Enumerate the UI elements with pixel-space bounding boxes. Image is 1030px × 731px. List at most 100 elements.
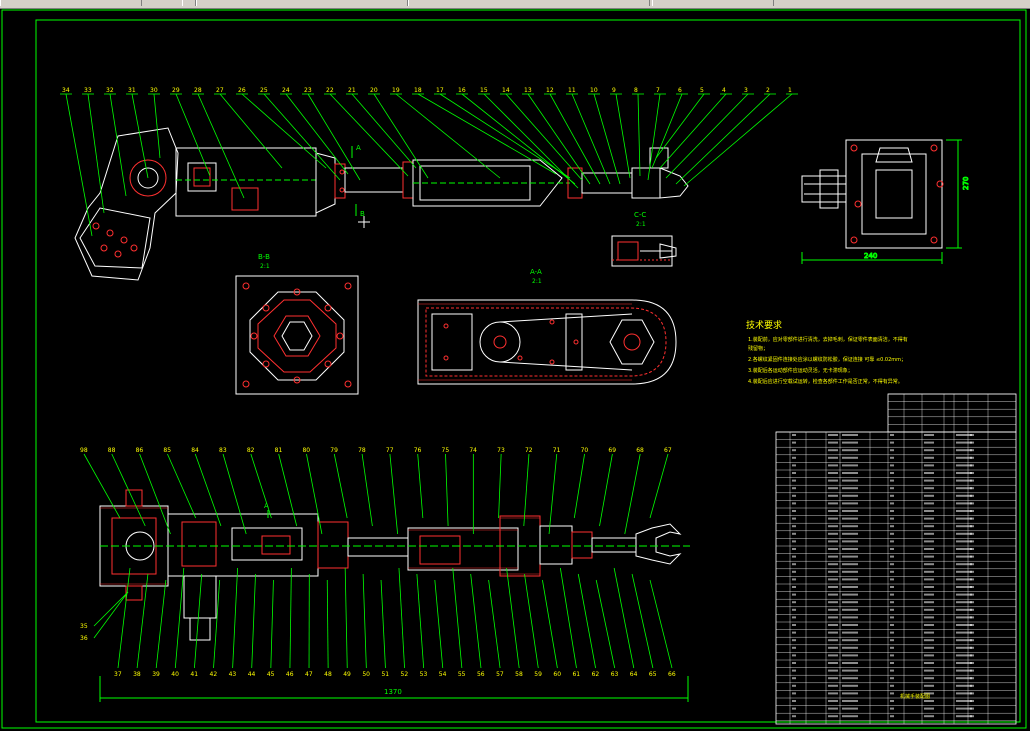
part-balloon: 16 <box>458 87 466 94</box>
part-balloon: 4 <box>722 87 726 94</box>
toolbar-segment[interactable] <box>408 0 650 6</box>
part-balloon: 21 <box>348 87 356 94</box>
motor-flange-inner <box>193 167 211 187</box>
leader-line <box>344 567 348 669</box>
part-balloon: 37 <box>114 671 122 678</box>
leader-line <box>665 93 749 179</box>
part-balloon: 53 <box>420 671 428 678</box>
lower-gear-section <box>261 535 291 555</box>
lower-gripper-fingers <box>635 523 682 565</box>
part-balloon: 67 <box>664 447 672 454</box>
leader-line <box>289 567 292 669</box>
leader-line <box>445 453 449 527</box>
part-balloon: 56 <box>477 671 485 678</box>
leader-line <box>593 93 621 185</box>
part-balloon: 12 <box>546 87 554 94</box>
tech-requirement-line: 4.装配后应进行空载试运转，检查各部件工作是否正常，不得有异常。 <box>748 378 903 385</box>
leader-line <box>87 93 105 214</box>
leader-line <box>395 93 501 179</box>
section-bb: B-B 2:1 <box>235 253 359 395</box>
leader-line <box>524 573 539 669</box>
tech-requirements-title: 技术要求 <box>746 319 782 331</box>
toolbar-segment[interactable] <box>182 0 196 6</box>
toolbar-segment[interactable] <box>652 0 774 6</box>
part-balloon: 49 <box>343 671 351 678</box>
leader-line <box>306 453 323 535</box>
leader-line <box>83 453 121 519</box>
lower-section-mark: A <box>264 502 269 518</box>
lower-forearm-rod <box>347 537 409 557</box>
leader-line <box>573 453 585 519</box>
part-balloon: 51 <box>381 671 389 678</box>
gripper-finger <box>659 167 689 199</box>
elbow-flange <box>334 163 346 199</box>
leader-line <box>117 567 131 669</box>
elbow-joint <box>315 152 336 214</box>
toolbar-segment[interactable] <box>196 0 408 6</box>
leader-line <box>683 93 793 187</box>
leader-line <box>222 453 247 535</box>
section-aa-scale: 2:1 <box>532 278 542 285</box>
leader-line <box>549 93 601 185</box>
gripper-body <box>631 167 661 199</box>
section-mark-a: A B <box>351 144 365 218</box>
part-balloon: 74 <box>469 447 477 454</box>
toolbar-segment[interactable] <box>0 0 142 6</box>
leader-line <box>398 567 405 669</box>
part-balloon: 57 <box>496 671 504 678</box>
leader-line <box>139 453 171 535</box>
lower-motor-section <box>181 521 217 567</box>
leader-line <box>351 93 417 169</box>
leader-line <box>285 93 349 175</box>
lower-base-bottom-cap <box>125 585 143 601</box>
leader-line <box>213 579 221 669</box>
leader-line <box>613 567 635 669</box>
leader-line <box>637 93 641 177</box>
part-balloon: 7 <box>656 87 660 94</box>
leader-line <box>93 591 129 627</box>
part-balloon: 64 <box>630 671 638 678</box>
tech-requirements: 技术要求 1.装配前，应对零部件进行清洗，去掉毛刺，保证零件表面清洁，不得有 残… <box>746 319 908 385</box>
section-aa-title: A-A <box>530 268 542 276</box>
part-balloon: 69 <box>608 447 616 454</box>
part-balloon: 44 <box>248 671 256 678</box>
lower-forearm-cylinder <box>407 527 519 571</box>
upper-holes <box>92 169 345 258</box>
part-balloon: 45 <box>267 671 275 678</box>
part-balloon: 40 <box>171 671 179 678</box>
overall-length-dimension: 1370 <box>99 676 689 702</box>
leader-line <box>270 579 274 669</box>
upper-arm-view <box>74 127 689 281</box>
side-view-core <box>875 169 913 219</box>
crosshair-icon <box>358 216 370 228</box>
part-balloon: 65 <box>649 671 657 678</box>
leader-line <box>506 567 520 669</box>
part-balloon: 38 <box>133 671 141 678</box>
parts-list-table <box>775 393 1017 725</box>
part-balloon: 85 <box>163 447 171 454</box>
part-balloon: 84 <box>191 447 199 454</box>
forearm-flange <box>402 161 414 199</box>
leader-line <box>175 93 211 177</box>
leader-line <box>599 453 613 527</box>
part-balloon: 34 <box>62 87 70 94</box>
forearm-cylinder <box>412 159 563 207</box>
leader-line <box>362 573 367 669</box>
part-balloon: 14 <box>502 87 510 94</box>
outer-border <box>1 9 1027 729</box>
leader-line <box>631 573 654 669</box>
part-balloon: 20 <box>370 87 378 94</box>
base-plate <box>79 207 151 269</box>
part-balloon: 31 <box>128 87 136 94</box>
leader-line <box>194 573 203 669</box>
leader-line <box>326 579 329 669</box>
part-balloon: 6 <box>678 87 682 94</box>
part-balloon: 18 <box>414 87 422 94</box>
leader-line <box>155 579 167 669</box>
part-balloon: 32 <box>106 87 114 94</box>
part-balloon: 79 <box>330 447 338 454</box>
part-balloon: 13 <box>524 87 532 94</box>
